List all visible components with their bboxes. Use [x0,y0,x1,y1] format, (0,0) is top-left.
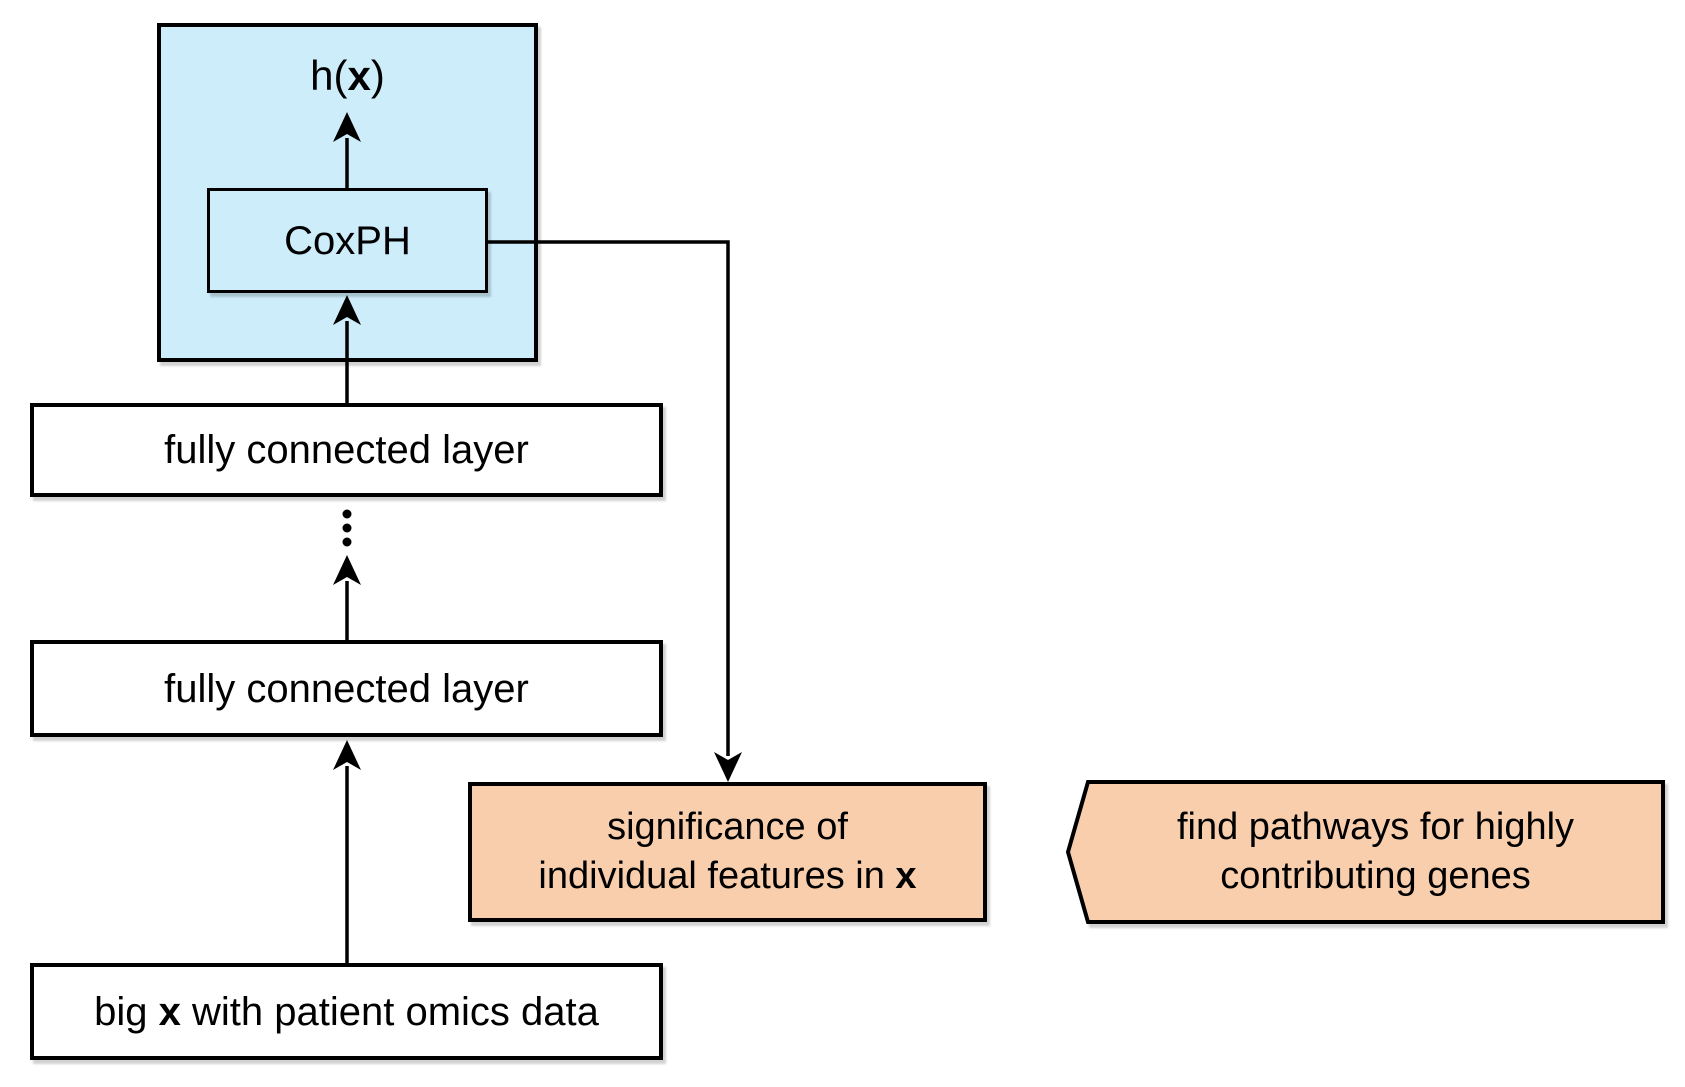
coxph-box: CoxPH [207,188,488,293]
input-box: big x with patient omics data [30,963,663,1060]
fc-layer-bottom-box: fully connected layer [30,640,663,737]
fc-layer-top-box: fully connected layer [30,403,663,497]
pathways-callout-label: find pathways for highly contributing ge… [1088,782,1663,922]
input-label-prefix: big [94,989,159,1034]
significance-line1: significance of [607,806,848,849]
pathways-line2: contributing genes [1220,855,1531,897]
fc-layer-top-label: fully connected layer [164,428,529,472]
output-label-suffix: ) [370,52,385,99]
input-label-x: x [158,989,181,1034]
output-label: h(x) [157,50,538,102]
ellipsis-dots [342,509,352,547]
arrow-fcbottom-to-dots [333,555,361,640]
arrow-input-to-fcbottom [333,740,361,963]
pathways-line1: find pathways for highly [1176,806,1575,849]
input-label-suffix: with patient omics data [180,989,599,1034]
output-label-x: x [347,52,371,99]
fc-layer-bottom-label: fully connected layer [164,666,529,711]
significance-line2-x: x [895,855,917,897]
significance-line2-prefix: individual features in [538,855,896,897]
significance-box: significance of individual features in x [468,782,987,922]
coxph-box-label: CoxPH [284,218,411,263]
output-label-prefix: h( [310,52,348,99]
